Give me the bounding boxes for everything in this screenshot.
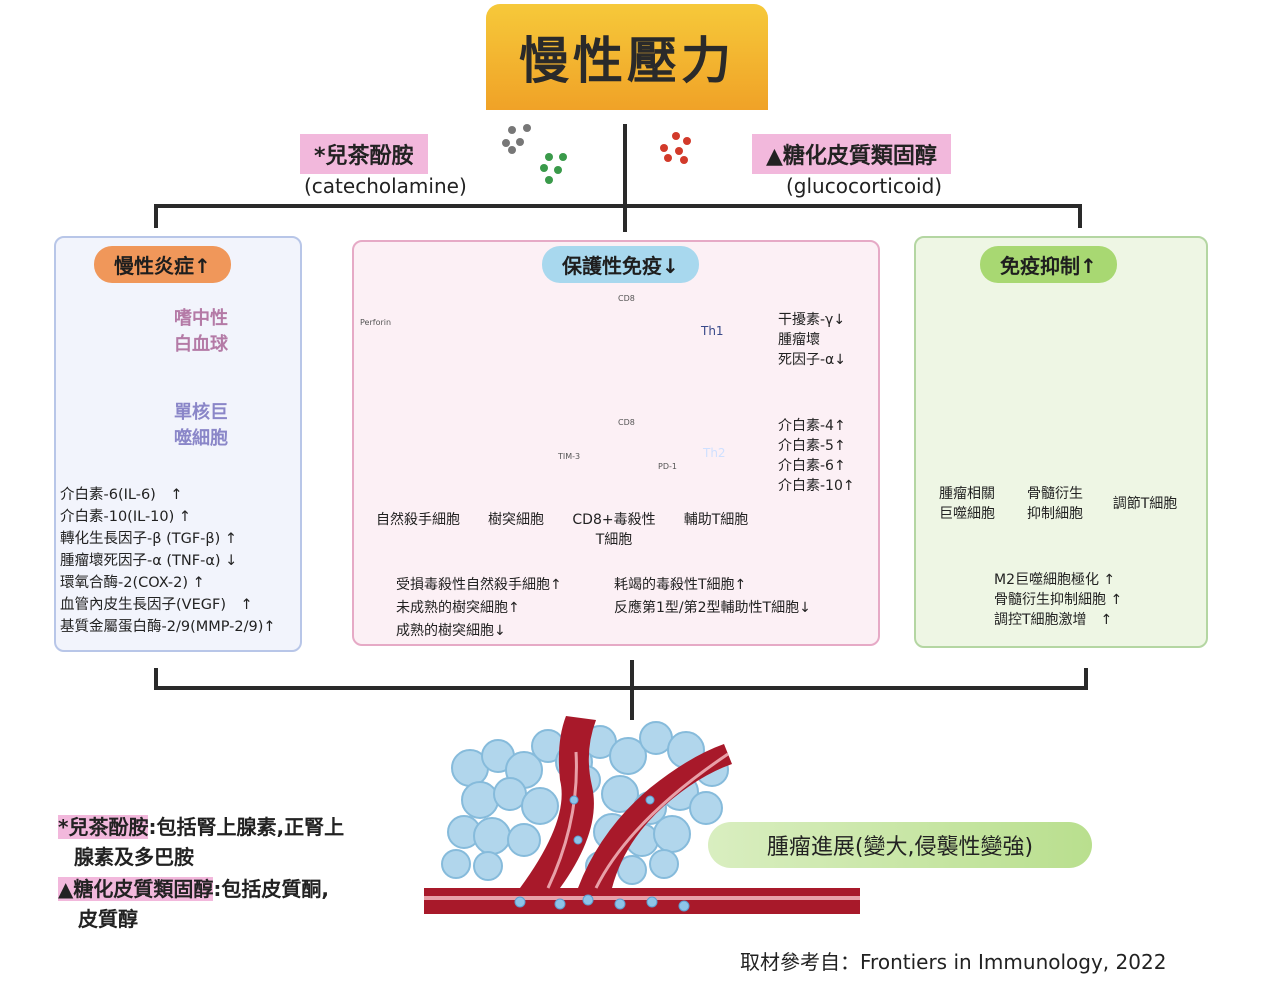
cd8-label-bottom: CD8 <box>618 418 635 427</box>
helper-t-cell-label: 輔助T細胞 <box>683 512 749 528</box>
nk-cell-label: 自然殺手細胞 <box>376 512 460 528</box>
monocyte-label: 單核巨 噬細胞 <box>174 402 228 449</box>
immune-suppression-panel <box>914 236 1208 648</box>
protective-immunity-header: 保護性免疫↓ <box>542 246 699 283</box>
factor-cox2: 環氧合酶-2(COX-2) ↑ <box>60 575 205 591</box>
note-glucocorticoid-key: ▲糖化皮質類固醇 <box>58 877 214 901</box>
footnotes: *兒茶酚胺:包括腎上腺素,正腎上 腺素及多巴胺 ▲糖化皮質類固醇:包括皮質酮, … <box>58 812 344 934</box>
note-glucocorticoid: ▲糖化皮質類固醇:包括皮質酮, <box>58 874 344 904</box>
perforin-label: Perforin <box>360 318 392 327</box>
factor-il10: 介白素-10(IL-10) ↑ <box>60 509 192 525</box>
page-title: 慢性壓力 <box>486 4 768 110</box>
factor-il6: 介白素-6(IL-6) ↑ <box>60 487 183 503</box>
note-glucocorticoid-cont: 皮質醇 <box>78 907 138 931</box>
note-catecholamine-text: :包括腎上腺素,正腎上 <box>148 815 345 839</box>
factor-tnf: 腫瘤壞死因子-α (TNF-α) ↓ <box>60 553 238 569</box>
cd8-cell-label: CD8+毒殺性 T細胞 <box>572 512 656 548</box>
tam-label: 腫瘤相關 巨噬細胞 <box>939 486 995 522</box>
top-connector <box>154 124 1082 232</box>
th2-cytokines: 介白素-4↑ 介白素-5↑ 介白素-6↑ 介白素-10↑ <box>778 418 855 494</box>
dendritic-cell-label: 樹突細胞 <box>488 512 544 528</box>
neutrophil-label: 嗜中性 白血球 <box>174 308 228 355</box>
factor-mmp: 基質金屬蛋白酶-2/9(MMP-2/9)↑ <box>60 619 276 635</box>
note-catecholamine-key: *兒茶酚胺 <box>58 815 149 839</box>
catecholamine-english: (catecholamine) <box>304 174 467 198</box>
protective-immunity-panel <box>352 240 880 646</box>
th1-cytokines: 干擾素-γ↓ 腫瘤壞 死因子-α↓ <box>778 312 847 368</box>
source-citation: 取材參考自：Frontiers in Immunology, 2022 <box>740 950 1167 974</box>
protective-effects-right: 耗竭的毒殺性T細胞↑ 反應第1型/第2型輔助性T細胞↓ <box>614 577 811 616</box>
protective-effects-left: 受損毒殺性自然殺手細胞↑ 未成熟的樹突細胞↑ 成熟的樹突細胞↓ <box>396 577 562 639</box>
inflammation-panel <box>54 236 302 652</box>
pd1-label: PD-1 <box>658 462 677 471</box>
glucocorticoid-english: (glucocorticoid) <box>786 174 943 198</box>
mdsc-label: 骨髓衍生 抑制細胞 <box>1027 486 1083 522</box>
factor-tgf: 轉化生長因子-β (TGF-β) ↑ <box>60 531 238 547</box>
factor-vegf: 血管內皮生長因子(VEGF) ↑ <box>60 597 253 613</box>
bottom-connector <box>154 660 1088 720</box>
note-catecholamine: *兒茶酚胺:包括腎上腺素,正腎上 <box>58 812 344 842</box>
tim3-label: TIM-3 <box>558 452 581 461</box>
inflammation-factor-list: 介白素-6(IL-6) ↑ 介白素-10(IL-10) ↑ 轉化生長因子-β (… <box>60 484 276 638</box>
th1-label: Th1 <box>701 324 724 338</box>
treg-label: 調節T細胞 <box>1112 496 1178 512</box>
note-catecholamine-cont: 腺素及多巴胺 <box>74 845 194 869</box>
suppression-effects: M2巨噬細胞極化 ↑ 骨髓衍生抑制細胞 ↑ 調控T細胞激增 ↑ <box>994 572 1123 628</box>
cd8-label-top: CD8 <box>618 294 635 303</box>
catecholamine-dots <box>502 124 567 184</box>
note-glucocorticoid-text: :包括皮質酮, <box>213 877 329 901</box>
inflammation-header: 慢性炎症↑ <box>94 246 231 283</box>
tumor-progression-label: 腫瘤進展(變大,侵襲性變強) <box>708 822 1092 868</box>
catecholamine-label: *兒茶酚胺 <box>300 134 428 174</box>
th2-label: Th2 <box>703 446 726 460</box>
immune-suppression-header: 免疫抑制↑ <box>980 246 1117 283</box>
glucocorticoid-label: ▲糖化皮質類固醇 <box>752 134 951 174</box>
glucocorticoid-dots <box>660 132 691 164</box>
tumor-illustration <box>424 716 860 914</box>
